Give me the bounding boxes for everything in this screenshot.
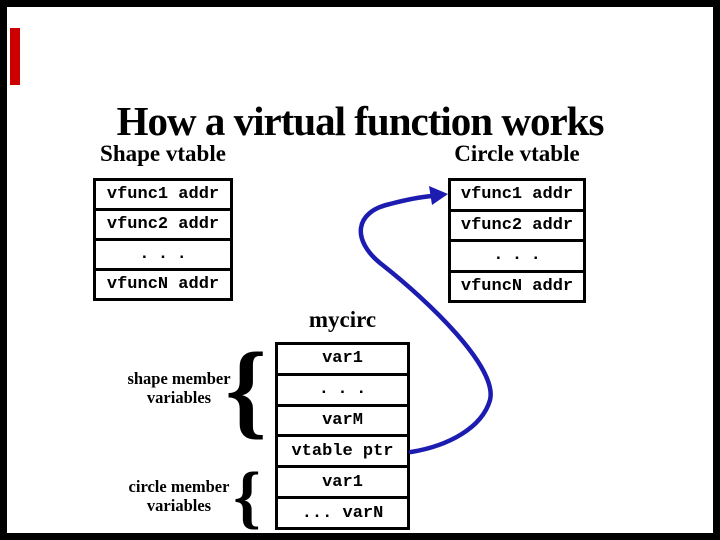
table-cell: vfuncN addr bbox=[106, 275, 220, 294]
shape-members-label-line1: shape member bbox=[127, 369, 231, 388]
table-row: vfuncN addr bbox=[451, 269, 583, 301]
circle-members-label-line1: circle member bbox=[128, 477, 230, 496]
table-row: var1 bbox=[278, 345, 407, 373]
red-marker bbox=[10, 28, 20, 85]
table-row: ... bbox=[451, 239, 583, 270]
table-cell: vfunc1 addr bbox=[460, 185, 574, 205]
table-row: vtable ptr bbox=[278, 434, 407, 465]
table-cell: var1 bbox=[322, 472, 363, 492]
shape-vtable-header: Shape vtable bbox=[100, 141, 226, 166]
table-cell: vfunc1 addr bbox=[106, 185, 220, 204]
table-row: vfunc2 addr bbox=[96, 208, 230, 238]
table-cell: vfunc2 addr bbox=[460, 215, 574, 235]
table-cell: vfunc2 addr bbox=[106, 215, 220, 234]
shape-members-brace: { bbox=[225, 330, 267, 448]
circle-vtable-table: vfunc1 addr vfunc2 addr ... vfuncN addr bbox=[448, 178, 586, 303]
mycirc-header: mycirc bbox=[308, 307, 377, 332]
circle-members-brace: { bbox=[233, 458, 261, 536]
circle-vtable-header: Circle vtable bbox=[454, 141, 580, 166]
table-cell: ... bbox=[139, 245, 196, 264]
mycirc-table: var1 ... varM vtable ptr var1 ... varN bbox=[275, 342, 410, 530]
table-row: vfunc1 addr bbox=[451, 181, 583, 209]
page-title: How a virtual function works bbox=[116, 98, 605, 145]
table-cell: ... bbox=[318, 380, 375, 400]
circle-members-label: circle member variables bbox=[120, 477, 238, 515]
table-cell: vfuncN addr bbox=[460, 276, 574, 296]
table-cell: ... varN bbox=[301, 503, 384, 523]
table-row: vfunc2 addr bbox=[451, 208, 583, 240]
table-cell: vtable ptr bbox=[291, 441, 394, 461]
table-cell: varM bbox=[322, 411, 363, 431]
table-cell: ... bbox=[493, 246, 550, 266]
table-row: vfuncN addr bbox=[96, 268, 230, 298]
table-row: varM bbox=[278, 403, 407, 435]
table-cell: var1 bbox=[322, 349, 363, 369]
shape-members-label-line2: variables bbox=[146, 388, 212, 407]
table-row: ... bbox=[278, 372, 407, 404]
vtable-pointer-arrow-head bbox=[429, 186, 448, 205]
shape-vtable-table: vfunc1 addr vfunc2 addr ... vfuncN addr bbox=[93, 178, 233, 301]
table-row: ... varN bbox=[278, 496, 407, 527]
table-row: ... bbox=[96, 238, 230, 268]
table-row: vfunc1 addr bbox=[96, 181, 230, 208]
shape-members-label: shape member variables bbox=[120, 369, 238, 407]
table-row: var1 bbox=[278, 465, 407, 496]
circle-members-label-line2: variables bbox=[146, 496, 212, 515]
